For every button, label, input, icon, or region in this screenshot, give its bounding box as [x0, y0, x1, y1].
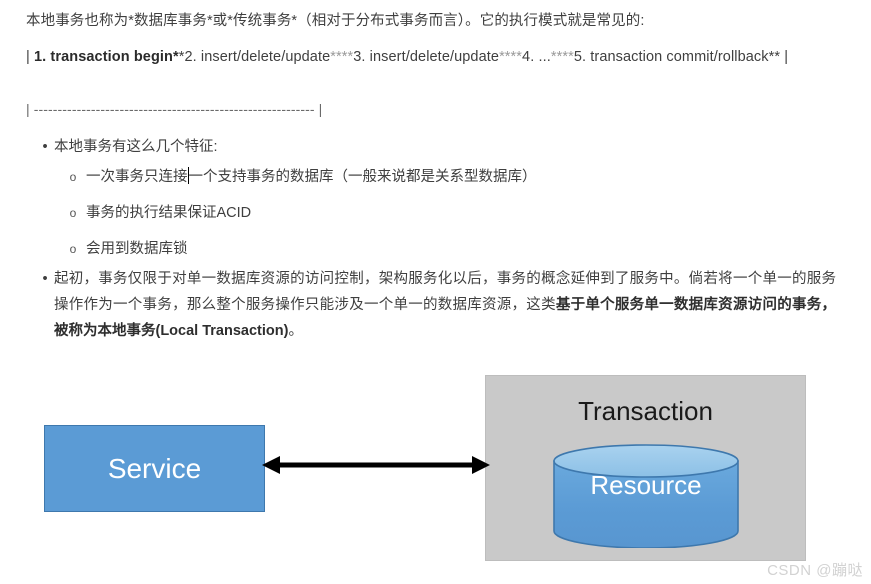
code-separator-3: **** [550, 49, 574, 65]
code-pipe-open: | [26, 49, 30, 65]
service-label: Service [107, 452, 202, 484]
list-item: o 事务的执行结果保证ACID [54, 200, 846, 226]
paragraph-bold-text: 基于单个服务单一数据库资源访问的事务，被称为本地事务(Local Transac… [54, 297, 836, 339]
resource-database-cylinder: Resource [551, 444, 741, 549]
list-item-label-part-1: 一次事务只连接 [86, 169, 188, 185]
list-item: o 一次事务只连接一个支持事务的数据库（一般来说都是关系型数据库） [54, 164, 846, 190]
bullet-disc-icon: • [42, 271, 48, 287]
local-transaction-diagram: Transaction [0, 360, 871, 584]
list-item-label: 会用到数据库锁 [86, 241, 188, 257]
code-separator-2: **** [499, 49, 523, 65]
database-cylinder-icon [553, 444, 739, 549]
bullet-circle-icon: o [69, 206, 77, 220]
bullet-circle-icon: o [69, 242, 77, 256]
code-separator-1: **** [330, 49, 354, 65]
code-step-1: 1. transaction begin* [34, 49, 179, 65]
code-step-5: 5. transaction commit/rollback** | [573, 49, 789, 65]
list-item-label: 本地事务有这么几个特征: [54, 139, 218, 155]
list-item: • 本地事务有这么几个特征: o 一次事务只连接一个支持事务的数据库（一般来说都… [26, 134, 846, 262]
double-headed-arrow-icon [262, 456, 490, 474]
intro-paragraph: 本地事务也称为*数据库事务*或*传统事务*（相对于分布式事务而言）。它的执行模式… [26, 13, 645, 29]
list-item: o 会用到数据库锁 [54, 236, 846, 262]
service-resource-connector [262, 452, 490, 478]
feature-list: • 本地事务有这么几个特征: o 一次事务只连接一个支持事务的数据库（一般来说都… [26, 134, 846, 272]
text-caret [187, 167, 189, 184]
code-rule-line: | --------------------------------------… [26, 101, 323, 117]
bullet-disc-icon: • [42, 139, 48, 155]
transaction-panel: Transaction [485, 375, 806, 561]
paragraph-tail-text: 。 [288, 323, 303, 339]
local-transaction-paragraph: • 起初，事务仅限于对单一数据库资源的访问控制，架构服务化以后，事务的概念延伸到了… [26, 266, 836, 344]
service-box: Service [44, 425, 265, 512]
list-item-label-part-2: 一个支持事务的数据库（一般来说都是关系型数据库） [188, 169, 537, 185]
code-step-4: 4. ... [522, 49, 551, 65]
transaction-label: Transaction [578, 396, 713, 426]
resource-label: Resource [590, 470, 702, 500]
bullet-circle-icon: o [69, 170, 77, 184]
list-item-label: 事务的执行结果保证ACID [86, 205, 252, 221]
code-step-3: 3. insert/delete/update [353, 49, 500, 65]
feature-sub-list: o 一次事务只连接一个支持事务的数据库（一般来说都是关系型数据库） o 事务的执… [54, 164, 846, 262]
paragraph-normal-text: 起初，事务仅限于对单一数据库资源的访问控制，架构服务化以后，事务的概念延伸到了服… [54, 271, 836, 313]
csdn-watermark: CSDN @蹦哒 [767, 562, 863, 579]
code-block-paragraph: | 1. transaction begin**2. insert/delete… [26, 44, 826, 70]
code-step-2: *2. insert/delete/update [178, 49, 331, 65]
